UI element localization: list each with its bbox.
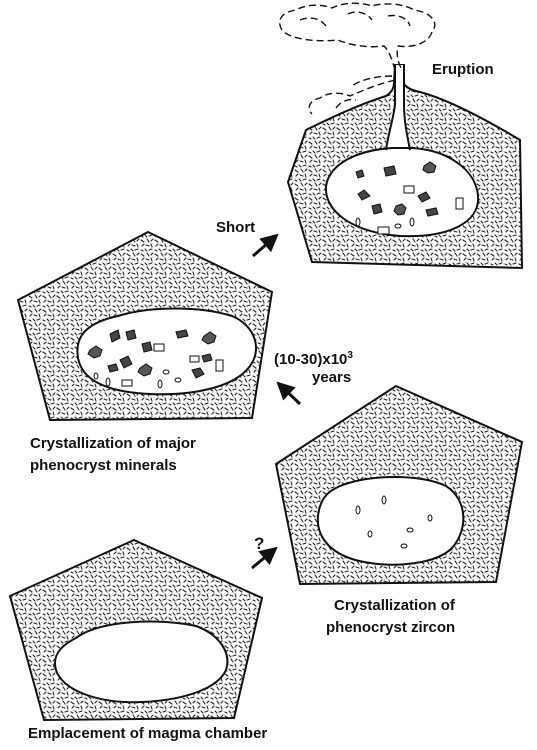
emplacement-stage [10, 540, 262, 720]
emplacement-label: Emplacement of magma chamber [28, 724, 267, 744]
major-label-line1: Crystallization of major [30, 434, 196, 454]
duration-exponent: 3 [347, 350, 353, 361]
duration-unit-label: years [312, 368, 351, 388]
zircon-label-line1: Crystallization of [334, 596, 455, 616]
duration-label: (10-30)x103 [274, 346, 353, 370]
eruption-stage [280, 3, 522, 268]
zircon-label-line2: phenocryst zircon [326, 618, 455, 638]
zircon-stage [276, 386, 522, 584]
arrow-zircon-to-major [279, 384, 300, 404]
major-magma-chamber [77, 309, 256, 395]
major-label-line2: phenocryst minerals [30, 456, 177, 476]
zircon-magma-chamber [318, 477, 464, 565]
uncertain-label: ? [254, 534, 264, 554]
arrow-major-to-eruption [253, 236, 276, 256]
major-phenocryst-stage [18, 232, 272, 420]
eruption-label: Eruption [432, 60, 494, 80]
eruption-magma-chamber [326, 148, 478, 236]
short-label: Short [216, 218, 255, 238]
duration-value: (10-30)x10 [274, 351, 347, 368]
